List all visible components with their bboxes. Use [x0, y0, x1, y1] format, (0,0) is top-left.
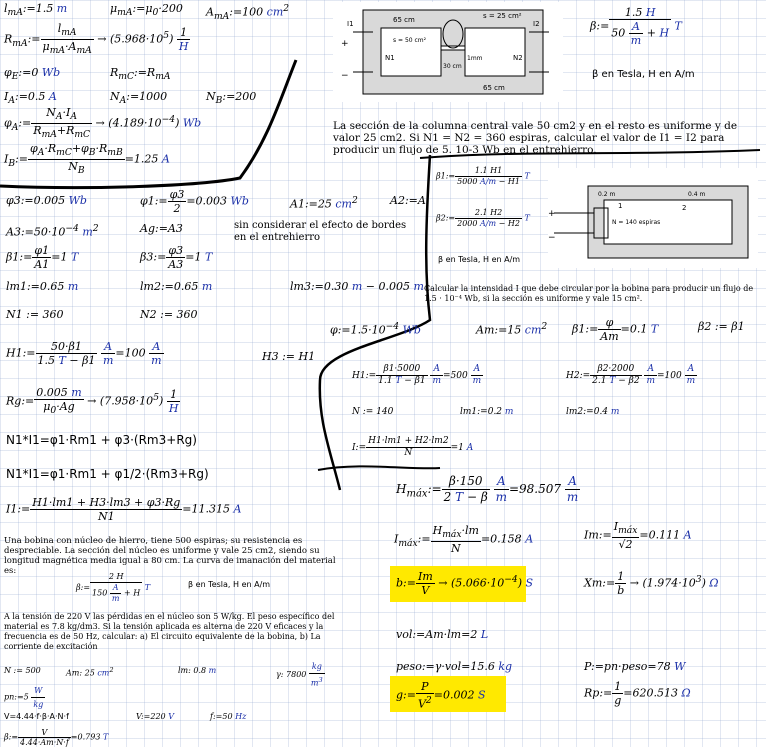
tr-beta-note: β en Tesla, H en A/m: [592, 69, 695, 80]
bl-problem: Una bobina con núcleo de hierro, tiene 5…: [4, 536, 336, 576]
fig1-label-1: 65 cm: [393, 16, 415, 24]
tl-l4c: NB:=200: [206, 90, 257, 107]
fig1-n2: N2: [513, 54, 523, 62]
highlight-g: [390, 676, 506, 712]
tl-l3b: RmC:=RmA: [110, 66, 171, 83]
mr-r3c: lm2:=0.4 m: [566, 407, 620, 417]
fig2-two: 2: [682, 204, 686, 212]
ml-r2b: Ag:=A3: [140, 222, 183, 235]
tl-l1b: μmA:=μ0·200: [110, 2, 183, 19]
magnetic-circuit-figure-2: + − 0.2 m 0.4 m N = 140 espiras 1 2: [548, 168, 758, 268]
bl-problem2: A la tensión de 220 V las pérdidas en el…: [4, 612, 335, 651]
tl-l3a: φE:=0 Wb: [4, 66, 61, 83]
fig1-label-3: s = 50 cm²: [393, 37, 427, 44]
fig1-label-4: 30 cm: [443, 63, 462, 70]
fig2-a: 0.2 m: [598, 191, 615, 198]
mr-r1b: Am:=15 cm2: [476, 321, 548, 337]
bl-r1a: N := 500: [4, 666, 41, 675]
mr-problem: Calcular la intensidad I que debe circul…: [424, 284, 754, 303]
highlight-b: [390, 566, 526, 602]
tl-l4a: IA:=0.5 A: [4, 90, 57, 107]
svg-text:+: +: [548, 209, 556, 219]
ml-r4c: lm3:=0.30 m − 0.005 m: [290, 280, 424, 293]
fig1-i2: I2: [533, 20, 540, 28]
mr-bnote: β en Tesla, H en A/m: [438, 255, 521, 264]
fig1-label-2: s = 25 cm²: [483, 12, 522, 20]
mr-r1d: β2 := β1: [698, 320, 745, 333]
bl-r3b: V:=220 V: [136, 712, 174, 721]
tl-l4b: NA:=1000: [110, 90, 168, 107]
bl-r1b: Am: 25 cm2: [66, 666, 114, 678]
magnetic-circuit-figure-1: 65 cm s = 25 cm² s = 50 cm² 30 cm 65 cm …: [333, 2, 563, 102]
br-peso: peso:=γ·vol=15.6 kg: [396, 660, 513, 673]
svg-text:−: −: [548, 233, 556, 243]
mr-r1a: φ:=1.5·10−4 Wb: [330, 321, 421, 337]
ml-r2a: A3:=50·10−4 m2: [6, 223, 99, 239]
mr-r3b: lm1:=0.2 m: [460, 407, 514, 417]
ml-r4b: lm2:=0.65 m: [140, 280, 213, 293]
fig1-n1: N1: [385, 54, 395, 62]
ml-r1a: φ3:=0.005 Wb: [6, 194, 87, 207]
ml-r5b: N2 := 360: [140, 308, 198, 321]
bl-r3a: V=4.44·f·β·A·N·f: [4, 712, 69, 721]
ml-r6b: H3 := H1: [262, 350, 316, 363]
ml-r4a: lm1:=0.65 m: [6, 280, 79, 293]
ml-r2c: sin considerar el efecto de bordes en el…: [234, 220, 407, 243]
fig2-n: N = 140 espiras: [612, 219, 660, 226]
ml-r5a: N1 := 360: [6, 308, 64, 321]
svg-text:−: −: [341, 71, 349, 81]
bl-bnote: β en Tesla, H en A/m: [188, 580, 271, 589]
fig1-i1: I1: [347, 20, 354, 28]
fig1-label-6: 1mm: [467, 55, 483, 62]
bl-r3c: f:=50 Hz: [210, 712, 247, 721]
fig2-b: 0.4 m: [688, 191, 705, 198]
bl-r1c: lm: 0.8 m: [178, 666, 217, 675]
fig2-one: 1: [618, 202, 622, 210]
ml-r8: N1*I1=φ1·Rm1 + φ3·(Rm3+Rg): [6, 433, 197, 447]
tl-l1: lmA:=1.5 m: [4, 2, 68, 19]
ml-r9: N1*I1=φ1·Rm1 + φ1/2·(Rm3+Rg): [6, 467, 209, 481]
tl-l1c: AmA:=100 cm2: [206, 3, 290, 22]
br-p: P:=pn·peso=78 W: [584, 660, 686, 673]
svg-text:+: +: [341, 39, 349, 49]
fig1-label-5: 65 cm: [483, 84, 505, 92]
ml-r1d: A2:=A: [390, 194, 426, 207]
mr-r3a: N := 140: [352, 407, 394, 417]
tr-problem: La sección de la columna central vale 50…: [333, 120, 738, 156]
ml-r1c: A1:=25 cm2: [290, 195, 358, 211]
br-im: Im:=Imáx√2=0.111 A: [584, 520, 692, 552]
br-vol: vol:=Am·lm=2 L: [396, 628, 489, 641]
